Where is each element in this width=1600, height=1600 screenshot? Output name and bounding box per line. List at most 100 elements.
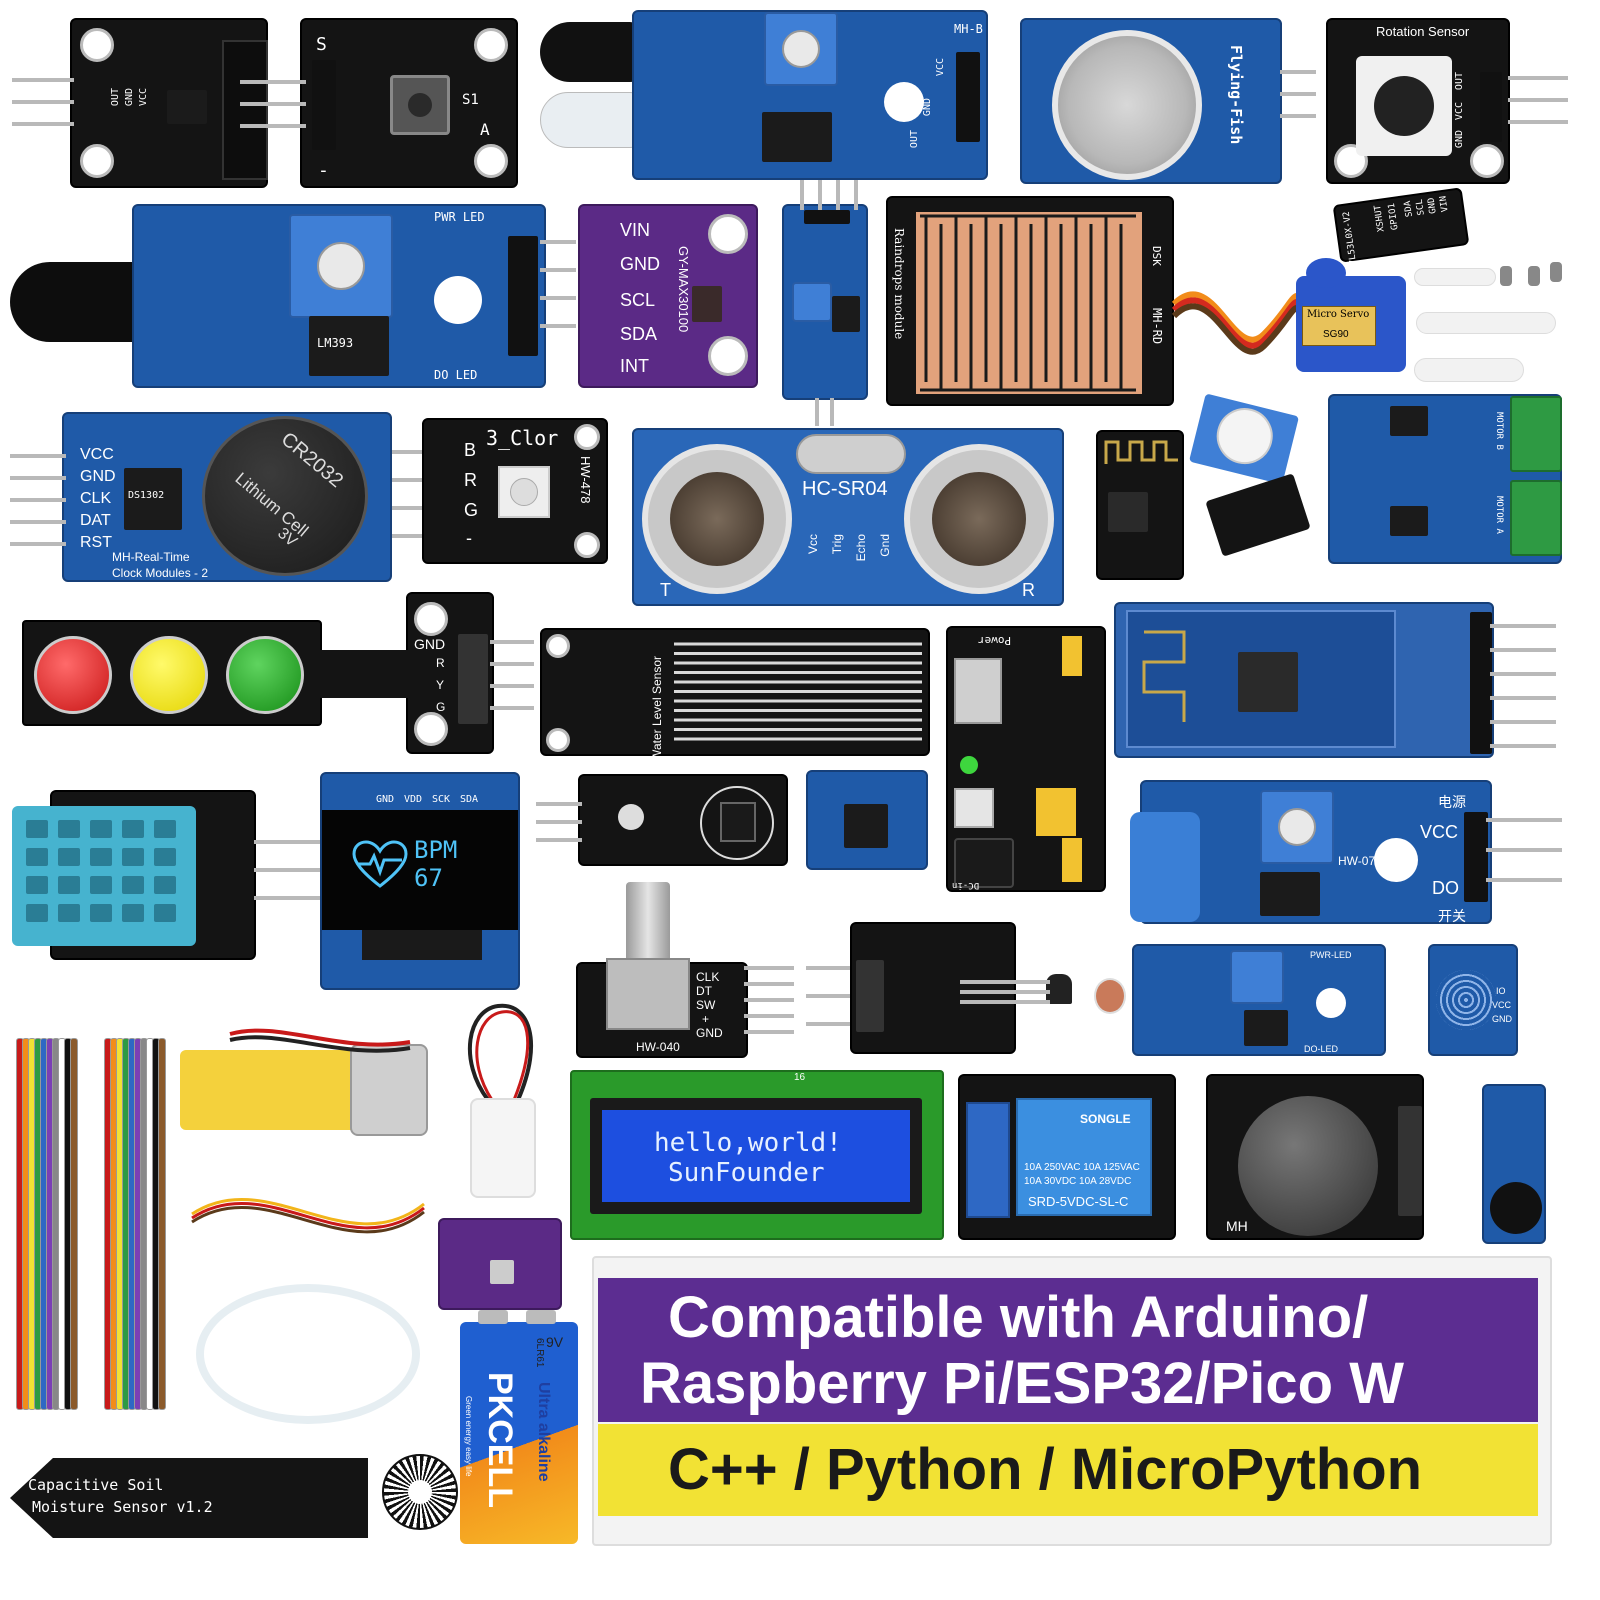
header-pin (12, 122, 74, 126)
photoresistor-module: PWR-LED DO-LED (1132, 944, 1386, 1056)
power-switch[interactable] (954, 788, 994, 828)
chip (832, 296, 860, 332)
header-pin (1486, 878, 1562, 882)
potentiometer[interactable] (792, 282, 832, 322)
joystick-knob[interactable] (1238, 1096, 1378, 1236)
battery-tag: Green energy easy life (464, 1396, 473, 1477)
dht-vent (90, 904, 112, 922)
header-pin (744, 1030, 794, 1034)
potentiometer[interactable] (1230, 950, 1284, 1004)
transistor-sensor (1046, 974, 1072, 1004)
pin-label: Y (436, 678, 445, 692)
dht-vent (90, 876, 112, 894)
pin-label: VCC (80, 446, 114, 463)
pin-label: CLK (696, 970, 720, 984)
oled-display-module: GND VDD SCK SDA BPM 67 (320, 772, 520, 990)
screw (1528, 266, 1540, 286)
ds1302-chip: DS1302 (124, 468, 182, 530)
vl53l0x-module: VL53L0X-V2 VIN GND SCL SDA GPIO1 XSHUT (1332, 187, 1470, 266)
do-led-label: DO-LED (1304, 1044, 1339, 1054)
oled-screen: BPM 67 (322, 810, 518, 930)
pin-label: SDA (1402, 200, 1415, 218)
push-button[interactable] (390, 75, 450, 135)
raindrops-module: Raindrops module MH-RD DSK (886, 196, 1174, 406)
battery-terminal (526, 1310, 556, 1324)
module-name: GY-MAX30100 (676, 246, 691, 333)
rgb-led (498, 466, 550, 518)
pin-label: DT (696, 984, 712, 998)
header-pin (1508, 76, 1568, 80)
water-pump (470, 1098, 536, 1198)
header-pin (1280, 70, 1316, 74)
bpm-value: 67 (414, 864, 443, 892)
dht-vent-grid (26, 820, 182, 932)
potentiometer[interactable] (764, 12, 838, 86)
pin-label: OUT (110, 88, 121, 107)
adc-chip (844, 804, 888, 848)
mount-hole (546, 728, 570, 752)
adc-module (806, 770, 928, 870)
potentiometer[interactable] (289, 214, 393, 318)
terminal-block[interactable] (1510, 396, 1562, 472)
motor-wires (229, 1028, 411, 1053)
module-code: HW-478 (578, 456, 593, 504)
transmitter-mark: T (660, 580, 671, 600)
jumper[interactable] (1036, 788, 1076, 836)
pin-label: CLK (80, 490, 112, 507)
pin-label: G (436, 700, 446, 714)
header-pin (392, 450, 432, 454)
soil-label-2: Moisture Sensor v1.2 (32, 1498, 213, 1516)
pin-label: GND (922, 98, 933, 117)
battery-terminal (478, 1310, 508, 1324)
mount-hole (80, 144, 114, 178)
hall-sensor-module (578, 774, 788, 866)
pin-label: VCC (935, 58, 946, 77)
jumper[interactable] (1062, 636, 1082, 676)
pin-header (804, 210, 850, 224)
micro-servo: Micro Servo SG90 (1296, 258, 1406, 372)
header-pin (1490, 624, 1556, 628)
rotary-pot[interactable] (1356, 56, 1452, 156)
motor-driver-module: MOTOR B MOTOR A (1328, 394, 1562, 564)
battery-model: 6LR61 (534, 1338, 545, 1368)
esp01-module (1096, 430, 1184, 580)
usb-port[interactable] (954, 658, 1002, 724)
header-pin (490, 640, 534, 644)
traffic-light-stem (318, 650, 410, 698)
tilt-sensor-module: HW-072 VCC DO 电源 开关 (1130, 780, 1492, 924)
comparator-chip (762, 112, 832, 162)
lcd1602-module: 16 hello,world! SunFounder (570, 1070, 944, 1240)
pwr-led-label: PWR-LED (1310, 950, 1352, 960)
header-pin (540, 240, 576, 244)
jumper[interactable] (1062, 838, 1082, 882)
dht-vent (90, 820, 112, 838)
flame-sensor-big-module: LM393 PWR LED DO LED (132, 204, 546, 388)
potentiometer[interactable] (1260, 790, 1334, 864)
pin-header (508, 236, 538, 356)
servo-horn (1414, 358, 1524, 382)
pin-label: GND (1492, 1014, 1512, 1024)
header-pin (744, 982, 794, 986)
esp-adapter (1205, 473, 1311, 557)
rotary-encoder-module: CLK DT SW + GND HW-040 (576, 958, 748, 1058)
comparator-chip (309, 316, 389, 376)
power-cn-label: 电源 (1438, 794, 1466, 810)
header-pin (1490, 696, 1556, 700)
esp-chip (1108, 492, 1148, 532)
touch-pad[interactable] (1436, 970, 1496, 1030)
pin-label: GND (1426, 196, 1439, 215)
header-pin (10, 454, 66, 458)
ir-tracker-module: OUT GND VCC (70, 18, 268, 188)
screw-terminal[interactable] (966, 1102, 1010, 1218)
silicone-tube (196, 1284, 420, 1424)
header-pin (818, 180, 822, 210)
pin-label: XSHUT (1373, 204, 1387, 233)
terminal-block[interactable] (1510, 480, 1562, 556)
pin-header (1480, 72, 1502, 142)
dc-jack[interactable] (954, 838, 1014, 888)
pin-label: GND (376, 794, 395, 805)
dht-vent (154, 820, 176, 838)
9v-battery: PKCELL Ultra alkaline 9V 6LR61 Green ene… (460, 1310, 578, 1544)
mount-hole (474, 28, 508, 62)
lcd-screen: hello,world! SunFounder (602, 1110, 910, 1202)
